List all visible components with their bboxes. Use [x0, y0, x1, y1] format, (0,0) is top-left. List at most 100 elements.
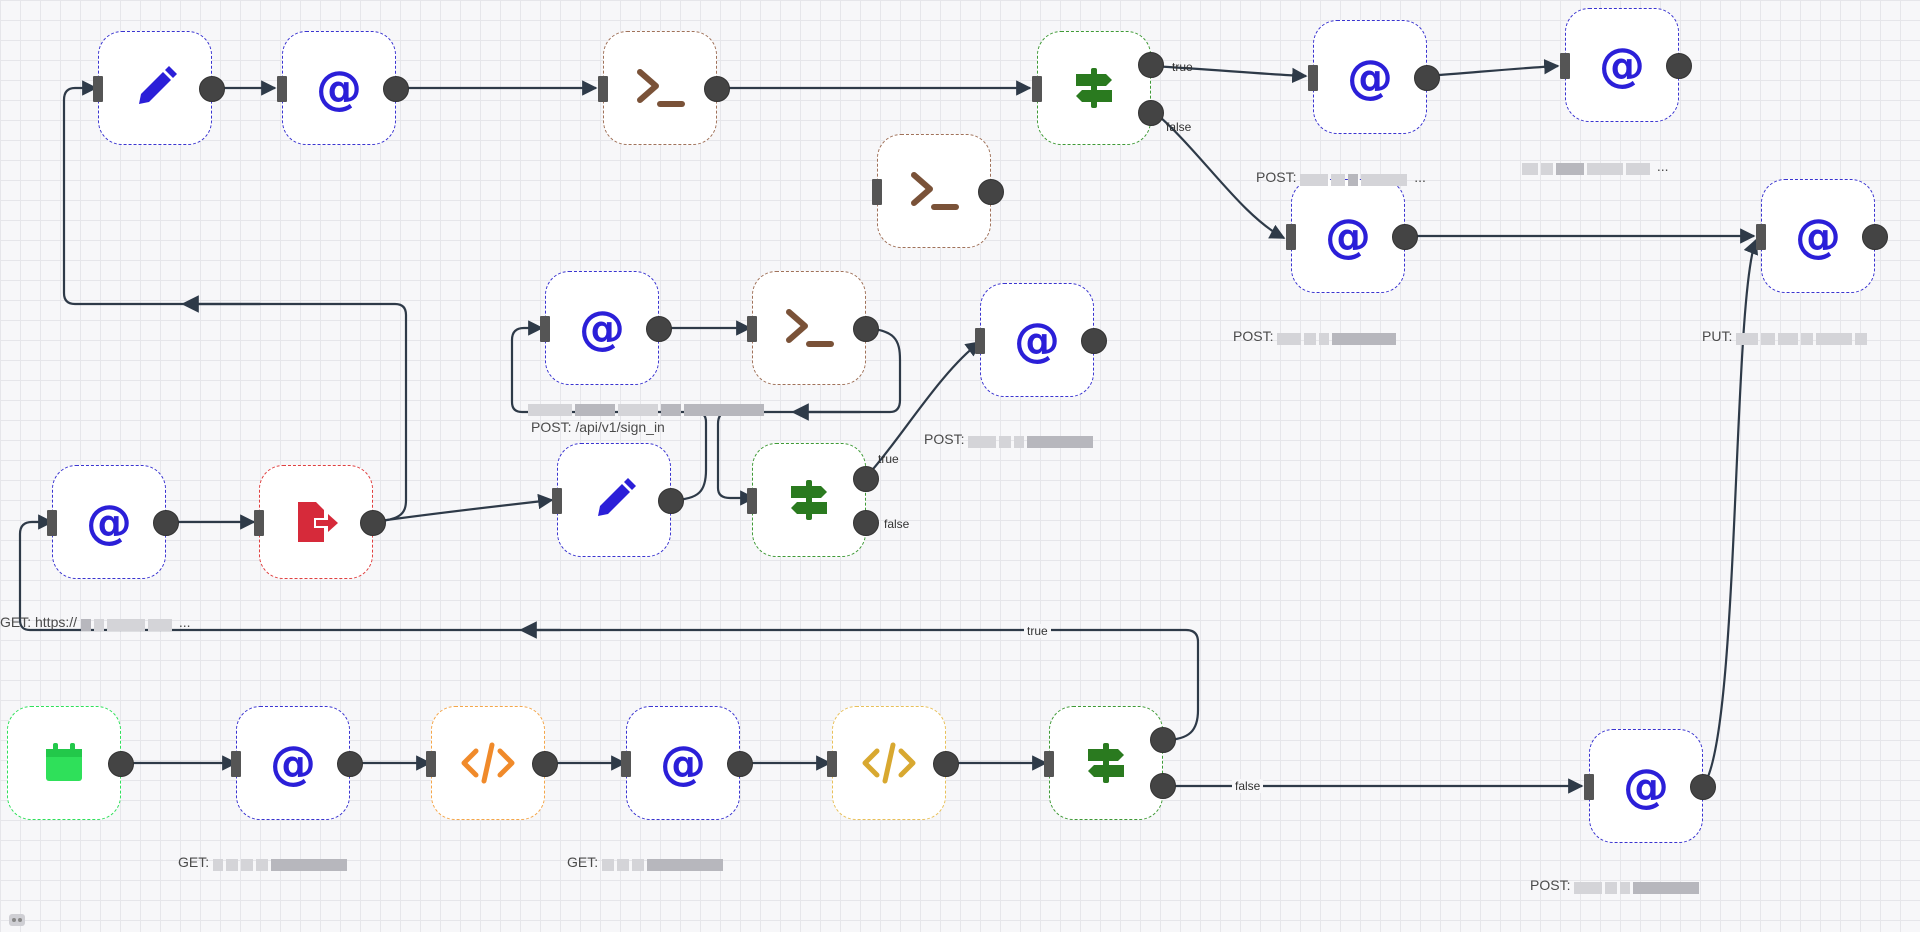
- file-export-icon: [286, 492, 346, 552]
- output-port[interactable]: [199, 76, 225, 102]
- node-label: PUT:: [1702, 327, 1870, 346]
- input-port[interactable]: [93, 76, 103, 102]
- http-request-node[interactable]: @: [540, 271, 672, 385]
- execute-command-node[interactable]: [598, 31, 730, 145]
- input-port[interactable]: [747, 316, 757, 342]
- redacted-url: [1736, 328, 1870, 346]
- ellipsis: ...: [178, 614, 191, 630]
- http-request-node[interactable]: @: [621, 706, 753, 820]
- output-port[interactable]: [1862, 224, 1888, 250]
- output-port[interactable]: [360, 510, 386, 536]
- if-node[interactable]: [1044, 706, 1176, 820]
- output-port[interactable]: [658, 488, 684, 514]
- http-request-node[interactable]: @: [1286, 179, 1418, 293]
- stop-and-error-node[interactable]: [254, 465, 386, 579]
- http-request-node[interactable]: @: [1308, 20, 1440, 134]
- edit-fields-node[interactable]: [552, 443, 684, 557]
- at-sign-icon: @: [1347, 50, 1393, 104]
- http-request-node[interactable]: @: [1560, 8, 1692, 122]
- redacted-url: [528, 399, 767, 417]
- input-port[interactable]: [621, 751, 631, 777]
- execute-command-node[interactable]: [747, 271, 879, 385]
- node-label-method: POST:: [1530, 877, 1571, 893]
- http-request-node[interactable]: @: [231, 706, 363, 820]
- node-label: POST: ...: [1256, 168, 1426, 187]
- edit-fields-node[interactable]: [93, 31, 225, 145]
- output-port[interactable]: [727, 751, 753, 777]
- wire: [1426, 59, 1560, 78]
- input-port[interactable]: [426, 751, 436, 777]
- input-port[interactable]: [1032, 76, 1042, 102]
- at-sign-icon: @: [1599, 38, 1645, 92]
- input-port[interactable]: [598, 76, 608, 102]
- input-port[interactable]: [231, 751, 241, 777]
- node-label: POST:: [1530, 876, 1702, 895]
- execute-command-node[interactable]: [872, 134, 1004, 248]
- output-port[interactable]: [1081, 328, 1107, 354]
- redacted-url: [1300, 169, 1410, 187]
- schedule-trigger-node[interactable]: [7, 706, 134, 820]
- output-port[interactable]: [1666, 53, 1692, 79]
- node-label-method: GET:: [567, 854, 599, 870]
- if-node[interactable]: [747, 443, 879, 557]
- input-port[interactable]: [1286, 224, 1296, 250]
- node-label: ...: [1522, 157, 1669, 176]
- input-port[interactable]: [1756, 224, 1766, 250]
- input-port[interactable]: [254, 510, 264, 536]
- output-port[interactable]: [978, 179, 1004, 205]
- output-port-true[interactable]: [1150, 727, 1176, 753]
- output-port[interactable]: [1414, 65, 1440, 91]
- output-port[interactable]: [532, 751, 558, 777]
- output-port[interactable]: [853, 316, 879, 342]
- input-port[interactable]: [552, 488, 562, 514]
- node-label: POST: /api/v1/sign_in: [531, 418, 665, 436]
- input-port[interactable]: [1584, 774, 1594, 800]
- at-sign-icon: @: [86, 495, 132, 549]
- output-port-true[interactable]: [853, 466, 879, 492]
- code-node[interactable]: [426, 706, 558, 820]
- at-sign-icon: @: [316, 61, 362, 115]
- code-icon: [859, 733, 919, 793]
- output-port[interactable]: [337, 751, 363, 777]
- output-port[interactable]: [153, 510, 179, 536]
- at-sign-icon: @: [660, 736, 706, 790]
- input-port[interactable]: [872, 179, 882, 205]
- redacted-url: [968, 431, 1096, 449]
- input-port[interactable]: [540, 316, 550, 342]
- output-port[interactable]: [383, 76, 409, 102]
- output-port-true[interactable]: [1138, 52, 1164, 78]
- input-port[interactable]: [277, 76, 287, 102]
- output-port[interactable]: [1690, 774, 1716, 800]
- if-node[interactable]: [1032, 31, 1164, 145]
- node-label-method: POST:: [924, 431, 965, 447]
- http-request-node[interactable]: @: [277, 31, 409, 145]
- at-sign-icon: @: [1325, 209, 1371, 263]
- input-port[interactable]: [1308, 65, 1318, 91]
- http-request-node[interactable]: @: [1756, 179, 1888, 293]
- edge-label-true: true: [878, 452, 899, 466]
- redacted-url: [80, 614, 175, 632]
- input-port[interactable]: [975, 328, 985, 354]
- http-request-node[interactable]: @: [47, 465, 179, 579]
- code-node[interactable]: [827, 706, 959, 820]
- output-port[interactable]: [1392, 224, 1418, 250]
- input-port[interactable]: [827, 751, 837, 777]
- input-port[interactable]: [1044, 751, 1054, 777]
- http-request-node[interactable]: @: [1584, 729, 1716, 843]
- output-port-false[interactable]: [853, 510, 879, 536]
- output-port[interactable]: [933, 751, 959, 777]
- node-label-text: GET: https://: [0, 614, 78, 630]
- output-port-false[interactable]: [1150, 773, 1176, 799]
- output-port[interactable]: [108, 751, 134, 777]
- node-label-method: POST:: [1233, 328, 1274, 344]
- node-label-method: PUT:: [1702, 328, 1733, 344]
- input-port[interactable]: [1560, 53, 1570, 79]
- input-port[interactable]: [47, 510, 57, 536]
- http-request-node[interactable]: @: [975, 283, 1107, 397]
- input-port[interactable]: [747, 488, 757, 514]
- output-port-false[interactable]: [1138, 100, 1164, 126]
- output-port[interactable]: [704, 76, 730, 102]
- redacted-url: [1522, 158, 1653, 176]
- output-port[interactable]: [646, 316, 672, 342]
